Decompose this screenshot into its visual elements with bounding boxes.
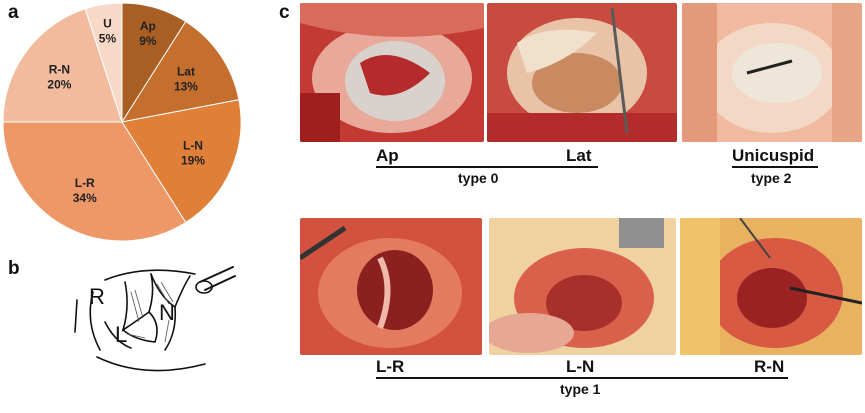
valve-outline — [74, 266, 236, 372]
pie-value-u: 5% — [99, 31, 117, 45]
pie-slice-u — [84, 2, 123, 123]
pie-value-l-r: 34% — [73, 191, 97, 205]
valve-sketch: R N L — [74, 266, 236, 372]
pie-value-r-n: 20% — [47, 78, 71, 92]
pie-label-l-n: L-N — [183, 139, 203, 153]
sketch-label-l: L — [115, 322, 127, 347]
caption-l-r: L-R — [376, 357, 405, 376]
pie-slice-l-r — [2, 121, 187, 242]
photo-lat — [487, 3, 677, 142]
panel-label-b: b — [8, 258, 20, 279]
group-label-type0: type 0 — [458, 170, 499, 186]
pie-value-lat: 13% — [174, 80, 198, 94]
sketch-label-n: N — [159, 300, 175, 325]
group-label-type1: type 1 — [560, 381, 601, 397]
pie-label-r-n: R-N — [49, 63, 70, 77]
caption-lat: Lat — [566, 146, 592, 165]
pie-slice-l-n — [121, 99, 242, 224]
group-rule-type1 — [376, 377, 788, 379]
pie-slice-lat — [120, 20, 240, 123]
caption-unicuspid: Unicuspid — [732, 146, 815, 165]
caption-l-n: L-N — [566, 357, 595, 376]
pie-slice-r-n — [2, 8, 123, 123]
pie-label-l-r: L-R — [75, 176, 95, 190]
group-label-type2: type 2 — [751, 170, 792, 186]
caption-r-n: R-N — [754, 357, 785, 376]
pie-value-ap: 9% — [139, 34, 157, 48]
photo-r-n — [680, 218, 862, 355]
pie-value-l-n: 19% — [181, 154, 205, 168]
photo-l-r — [300, 218, 482, 355]
photo-ap — [300, 3, 484, 142]
sketch-label-r: R — [89, 284, 105, 309]
photo-l-n — [489, 218, 676, 355]
photo-unicuspid — [682, 3, 862, 142]
group-rule-type0 — [376, 166, 598, 168]
caption-ap: Ap — [376, 146, 399, 165]
panel-label-c: c — [279, 2, 290, 23]
pie-label-ap: Ap — [140, 19, 156, 33]
panel-label-a: a — [8, 2, 19, 23]
pie-label-lat: Lat — [177, 65, 195, 79]
valve-hatching — [126, 281, 174, 343]
group-rule-type2 — [732, 166, 818, 168]
pie-label-u: U — [103, 16, 112, 30]
